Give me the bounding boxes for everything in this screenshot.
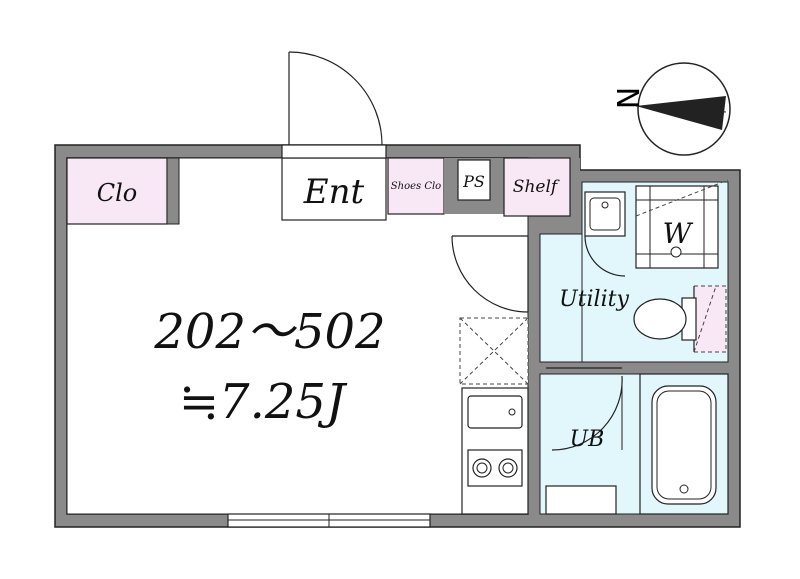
sink-drain-icon — [508, 408, 516, 416]
toilet — [633, 285, 727, 353]
closet-box — [66, 157, 168, 225]
room-area: ≒7.25J — [179, 374, 348, 430]
washer-space — [635, 179, 729, 269]
burner-right-icon — [498, 458, 518, 478]
utility-label: Utility — [559, 287, 629, 312]
shelf-label: Shelf — [513, 177, 560, 197]
washbasin — [584, 191, 626, 277]
unit-numbers: 202～502 — [153, 304, 385, 360]
closet-label: Clo — [97, 179, 138, 207]
entrance-label: Ent — [303, 172, 365, 212]
window-bottom — [227, 513, 431, 528]
bath-drain-icon — [679, 484, 689, 494]
utility-door — [451, 235, 529, 313]
bathtub — [651, 385, 717, 505]
pipe-space-box — [457, 159, 491, 201]
pipe-space-label: PS — [462, 172, 485, 191]
shoes-closet-label: Shoes Clo — [391, 181, 441, 192]
entry-door — [288, 51, 383, 146]
unit-bath — [545, 367, 729, 515]
unit-bath-label: UB — [570, 427, 605, 452]
entrance-threshold — [281, 144, 387, 159]
shelf-box — [503, 157, 571, 217]
kitchen-sink — [467, 395, 523, 429]
kitchen — [461, 387, 529, 515]
compass-north-label: N — [609, 87, 644, 109]
entrance-box — [281, 157, 387, 221]
compass: N — [609, 62, 731, 156]
fridge-space — [459, 317, 529, 385]
washer-label: W — [663, 217, 694, 250]
compass-needle-icon — [636, 96, 726, 130]
closet-wall-right — [166, 157, 180, 225]
bath-sink — [545, 485, 617, 515]
stove — [467, 449, 523, 487]
burner-left-icon — [472, 458, 492, 478]
shoes-closet-box — [387, 157, 445, 215]
